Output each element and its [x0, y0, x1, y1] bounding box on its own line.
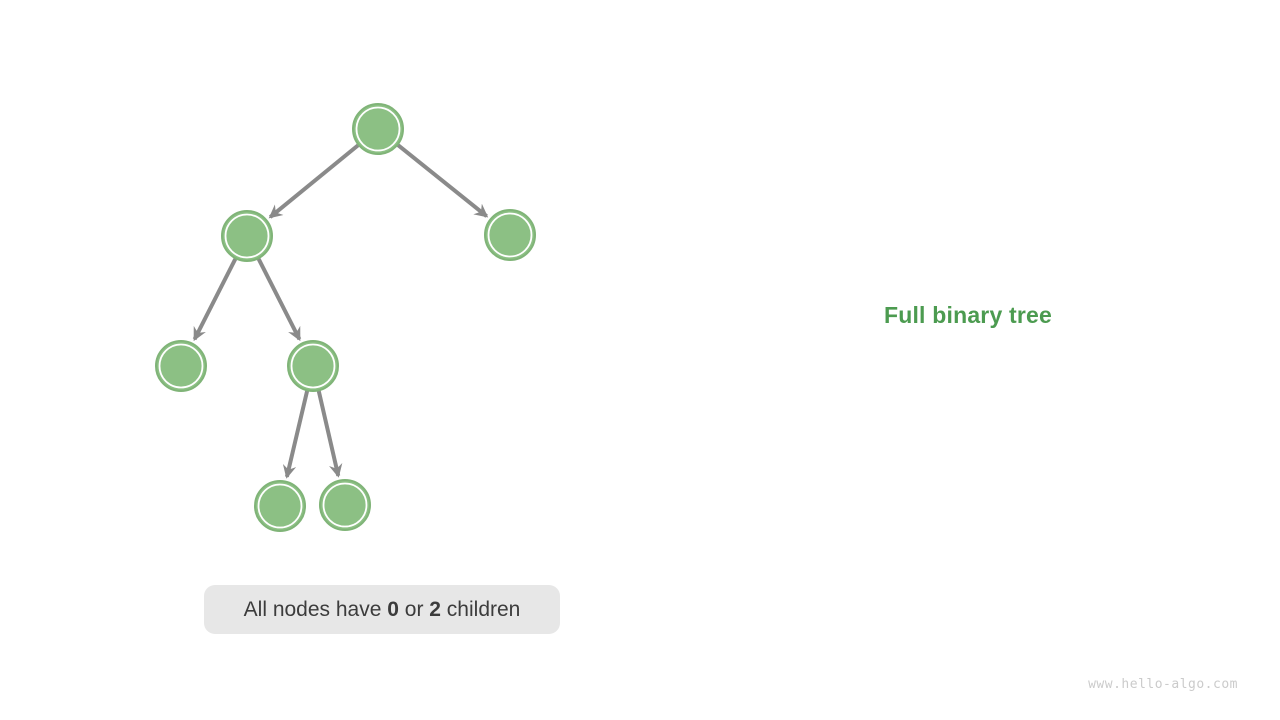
tree-node-root [352, 103, 404, 155]
tree-node-lr-right [319, 479, 371, 531]
watermark: www.hello-algo.com [1088, 677, 1238, 692]
tree-node-right [484, 209, 536, 261]
tree-nodes [155, 103, 536, 532]
tree-node-left [221, 210, 273, 262]
caption-suffix: children [440, 597, 521, 621]
tree-node-left-right [287, 340, 339, 392]
tree-node-ring-left-left [158, 343, 204, 389]
caption-mid: or [398, 597, 430, 621]
tree-edges [192, 127, 489, 479]
tree-node-ring-root [355, 106, 401, 152]
caption-bold-two: 2 [429, 597, 441, 621]
tree-node-lr-left [254, 480, 306, 532]
tree-node-ring-lr-left [257, 483, 303, 529]
tree-node-ring-left-right [290, 343, 336, 389]
tree-node-ring-right [487, 212, 533, 258]
diagram-title: Full binary tree [883, 302, 1053, 328]
tree-node-ring-left [224, 213, 270, 259]
caption-bold-zero: 0 [387, 597, 399, 621]
caption-pill: All nodes have 0 or 2 children [204, 585, 560, 634]
tree-node-left-left [155, 340, 207, 392]
caption-prefix: All nodes have [243, 597, 388, 621]
tree-node-ring-lr-right [322, 482, 368, 528]
